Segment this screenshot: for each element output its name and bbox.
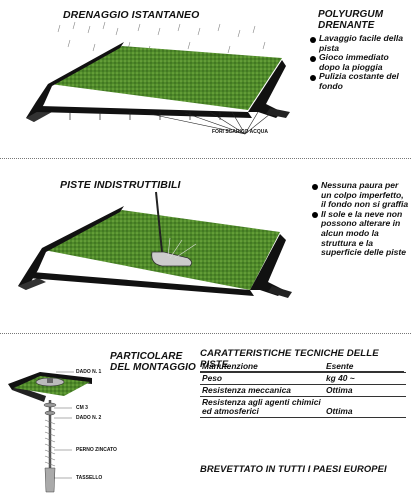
list-item: Pulizia costante del fondo	[310, 72, 410, 91]
side-title: POLYURGUM DRENANTE	[318, 9, 383, 31]
list-item: Nessuna paura per un colpo imperfetto, i…	[312, 180, 410, 210]
drainage-track-illustration	[26, 21, 290, 135]
section1-title: DRENAGGIO ISTANTANEO	[63, 9, 200, 21]
mounting-title-line1: PARTICOLARE	[110, 351, 183, 362]
callout-label: FORI SCARICO ACQUA	[212, 129, 268, 135]
section-divider	[0, 158, 411, 159]
table-row: Resistenza meccanica Ottima	[200, 384, 406, 397]
section-divider	[0, 333, 411, 334]
patent-footer: BREVETTATO IN TUTTI I PAESI EUROPEI	[200, 463, 387, 474]
spec-value: Ottima	[324, 396, 406, 418]
indestructible-track-illustration	[18, 191, 292, 298]
spec-value: kg 40 ~	[324, 372, 406, 385]
label-dado2: DADO N. 2	[76, 415, 102, 421]
side-title-line1: POLYURGUM	[318, 9, 384, 20]
list-item: Il sole e la neve non possono alterare i…	[312, 209, 410, 258]
side-title-line2: DRENANTE	[318, 20, 375, 31]
spec-value: Ottima	[324, 384, 406, 397]
impact-lines	[167, 237, 197, 259]
table-row: Manutenzione Esente	[200, 361, 406, 373]
label-perno: PERNO ZINCATO	[76, 447, 117, 453]
label-dado1: DADO N. 1	[76, 369, 102, 375]
section2-title: PISTE INDISTRUTTIBILI	[60, 179, 181, 191]
list-item: Lavaggio facile della pista	[310, 33, 410, 53]
golf-club	[151, 191, 192, 267]
spec-name: Peso	[200, 372, 324, 385]
spec-value: Esente	[324, 361, 406, 373]
mounting-detail-illustration	[8, 371, 92, 493]
section1-bullets: Lavaggio facile della pista Gioco immedi…	[310, 33, 410, 92]
table-row: Peso kg 40 ~	[200, 372, 406, 385]
list-item: Gioco immediato dopo la pioggia	[310, 52, 410, 72]
front-border	[36, 106, 252, 118]
specs-table: Manutenzione Esente Peso kg 40 ~ Resiste…	[200, 361, 406, 418]
callout-lines	[149, 109, 276, 135]
mounting-title-line2: DEL MONTAGGIO	[110, 362, 196, 373]
spec-name: Manutenzione	[200, 361, 324, 373]
spec-name: Resistenza meccanica	[200, 384, 324, 397]
spec-name: Resistenza agli agenti chimici ed atmosf…	[200, 396, 324, 418]
turf-surface	[50, 46, 282, 110]
label-tassello: TASSELLO	[76, 475, 103, 481]
section2-bullets: Nessuna paura per un colpo imperfetto, i…	[312, 180, 410, 258]
right-border	[248, 60, 286, 118]
mounting-title: PARTICOLARE DEL MONTAGGIO	[110, 351, 196, 373]
label-cm3: CM 3	[76, 405, 88, 411]
drain-arrows	[69, 112, 221, 120]
table-row: Resistenza agli agenti chimici ed atmosf…	[200, 396, 406, 418]
